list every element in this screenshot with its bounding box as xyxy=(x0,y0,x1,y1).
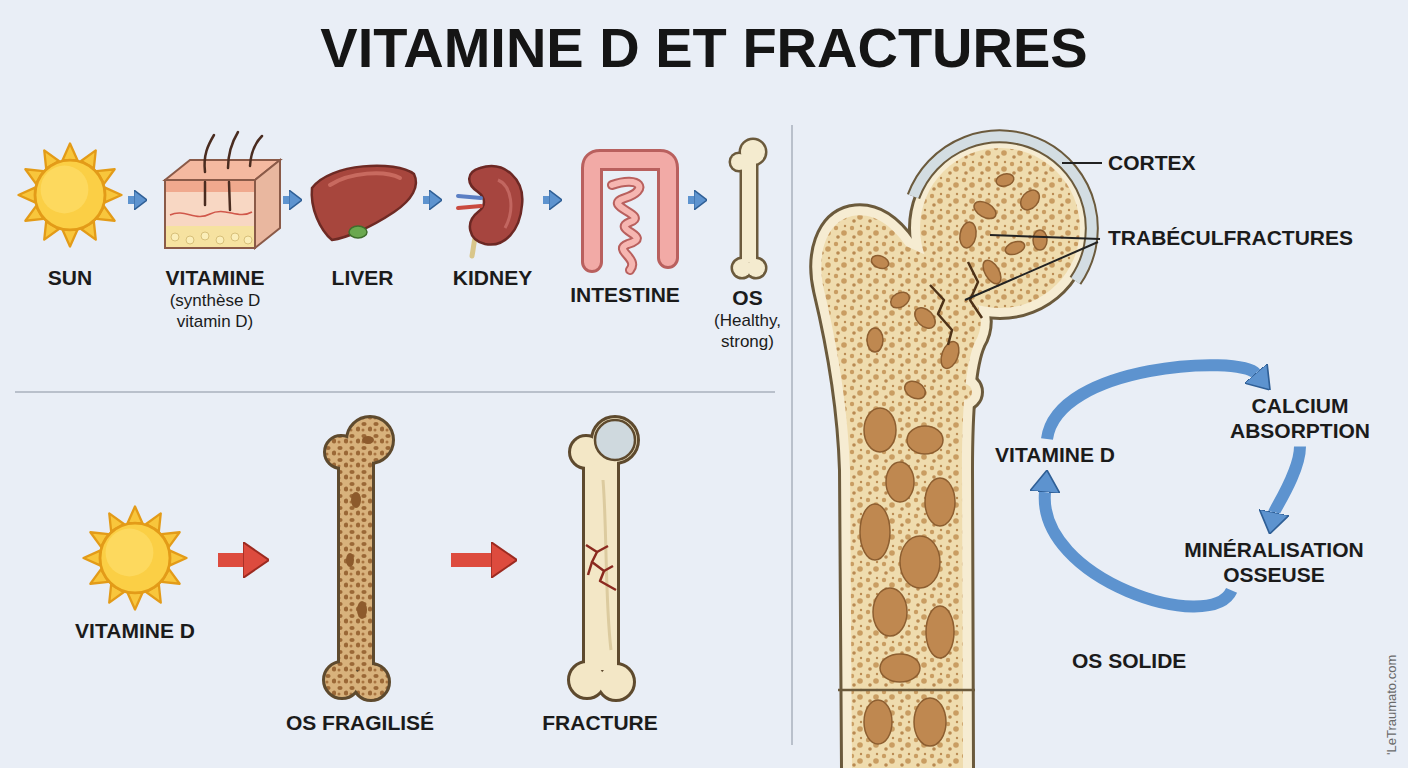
intestine-icon xyxy=(592,160,668,270)
part-label: TRABÉCULFRACTURES xyxy=(1108,225,1353,250)
flow-arrow xyxy=(1047,365,1256,439)
liver-icon xyxy=(312,166,416,240)
icon-node: INTESTINE xyxy=(565,135,685,307)
icon-node: LIVER xyxy=(305,135,420,290)
node-label: MINÉRALISATION OSSEUSE xyxy=(1170,537,1378,587)
cycle-step: VITAMINE D xyxy=(975,442,1135,467)
skin-icon xyxy=(165,132,280,248)
part-label: OS SOLIDE xyxy=(1072,648,1186,673)
node-label: VITAMINE xyxy=(152,265,278,290)
watermark: 'LeTraumato.com xyxy=(1384,655,1400,755)
flow-arrow xyxy=(1274,446,1300,512)
icon-node: VITAMINE(synthèse D vitamin D) xyxy=(150,135,280,333)
kidney-icon xyxy=(458,166,522,256)
cycle-step: MINÉRALISATION OSSEUSE xyxy=(1168,537,1380,587)
flow-arrow xyxy=(128,196,134,204)
fractured-bone-icon xyxy=(570,418,637,699)
node-label: INTESTINE xyxy=(567,282,683,307)
flow-arrow xyxy=(451,553,491,567)
icon-node: VITAMINE D xyxy=(55,500,215,643)
flow-arrow xyxy=(283,196,289,204)
fragile-bone-icon xyxy=(325,418,392,699)
icon-node: FRACTURE xyxy=(520,415,680,735)
node-label: SUN xyxy=(17,265,123,290)
flow-arrow xyxy=(688,196,694,204)
cycle-step: CALCIUM ABSORPTION xyxy=(1225,393,1375,443)
node-label: KIDNEY xyxy=(447,265,538,290)
node-label: CALCIUM ABSORPTION xyxy=(1227,393,1373,443)
divider-lines xyxy=(15,125,792,745)
icon-node: KIDNEY xyxy=(445,135,540,290)
icon-node: SUN xyxy=(15,135,125,290)
node-label: OS xyxy=(712,285,783,310)
icon-node: OS(Healthy, strong) xyxy=(710,135,785,353)
node-label: VITAMINE D xyxy=(57,618,213,643)
node-label: VITAMINE D xyxy=(977,442,1133,467)
sun-icon xyxy=(83,506,186,609)
icon-node: OS FRAGILISÉ xyxy=(272,415,448,735)
node-label: OS FRAGILISÉ xyxy=(274,710,446,735)
sun-icon xyxy=(18,143,121,246)
node-sublabel: (synthèse D vitamin D) xyxy=(152,290,278,333)
diagram-title: VITAMINE D ET FRACTURES xyxy=(0,14,1408,81)
flow-arrow xyxy=(423,196,429,204)
node-sublabel: (Healthy, strong) xyxy=(712,310,783,353)
node-label: FRACTURE xyxy=(522,710,678,735)
flow-arrow xyxy=(218,553,243,567)
part-label: CORTEX xyxy=(1108,150,1196,175)
healthy-bone-icon xyxy=(731,140,765,277)
flow-arrow xyxy=(543,196,549,204)
node-label: LIVER xyxy=(307,265,418,290)
leader-lines xyxy=(965,163,1102,300)
